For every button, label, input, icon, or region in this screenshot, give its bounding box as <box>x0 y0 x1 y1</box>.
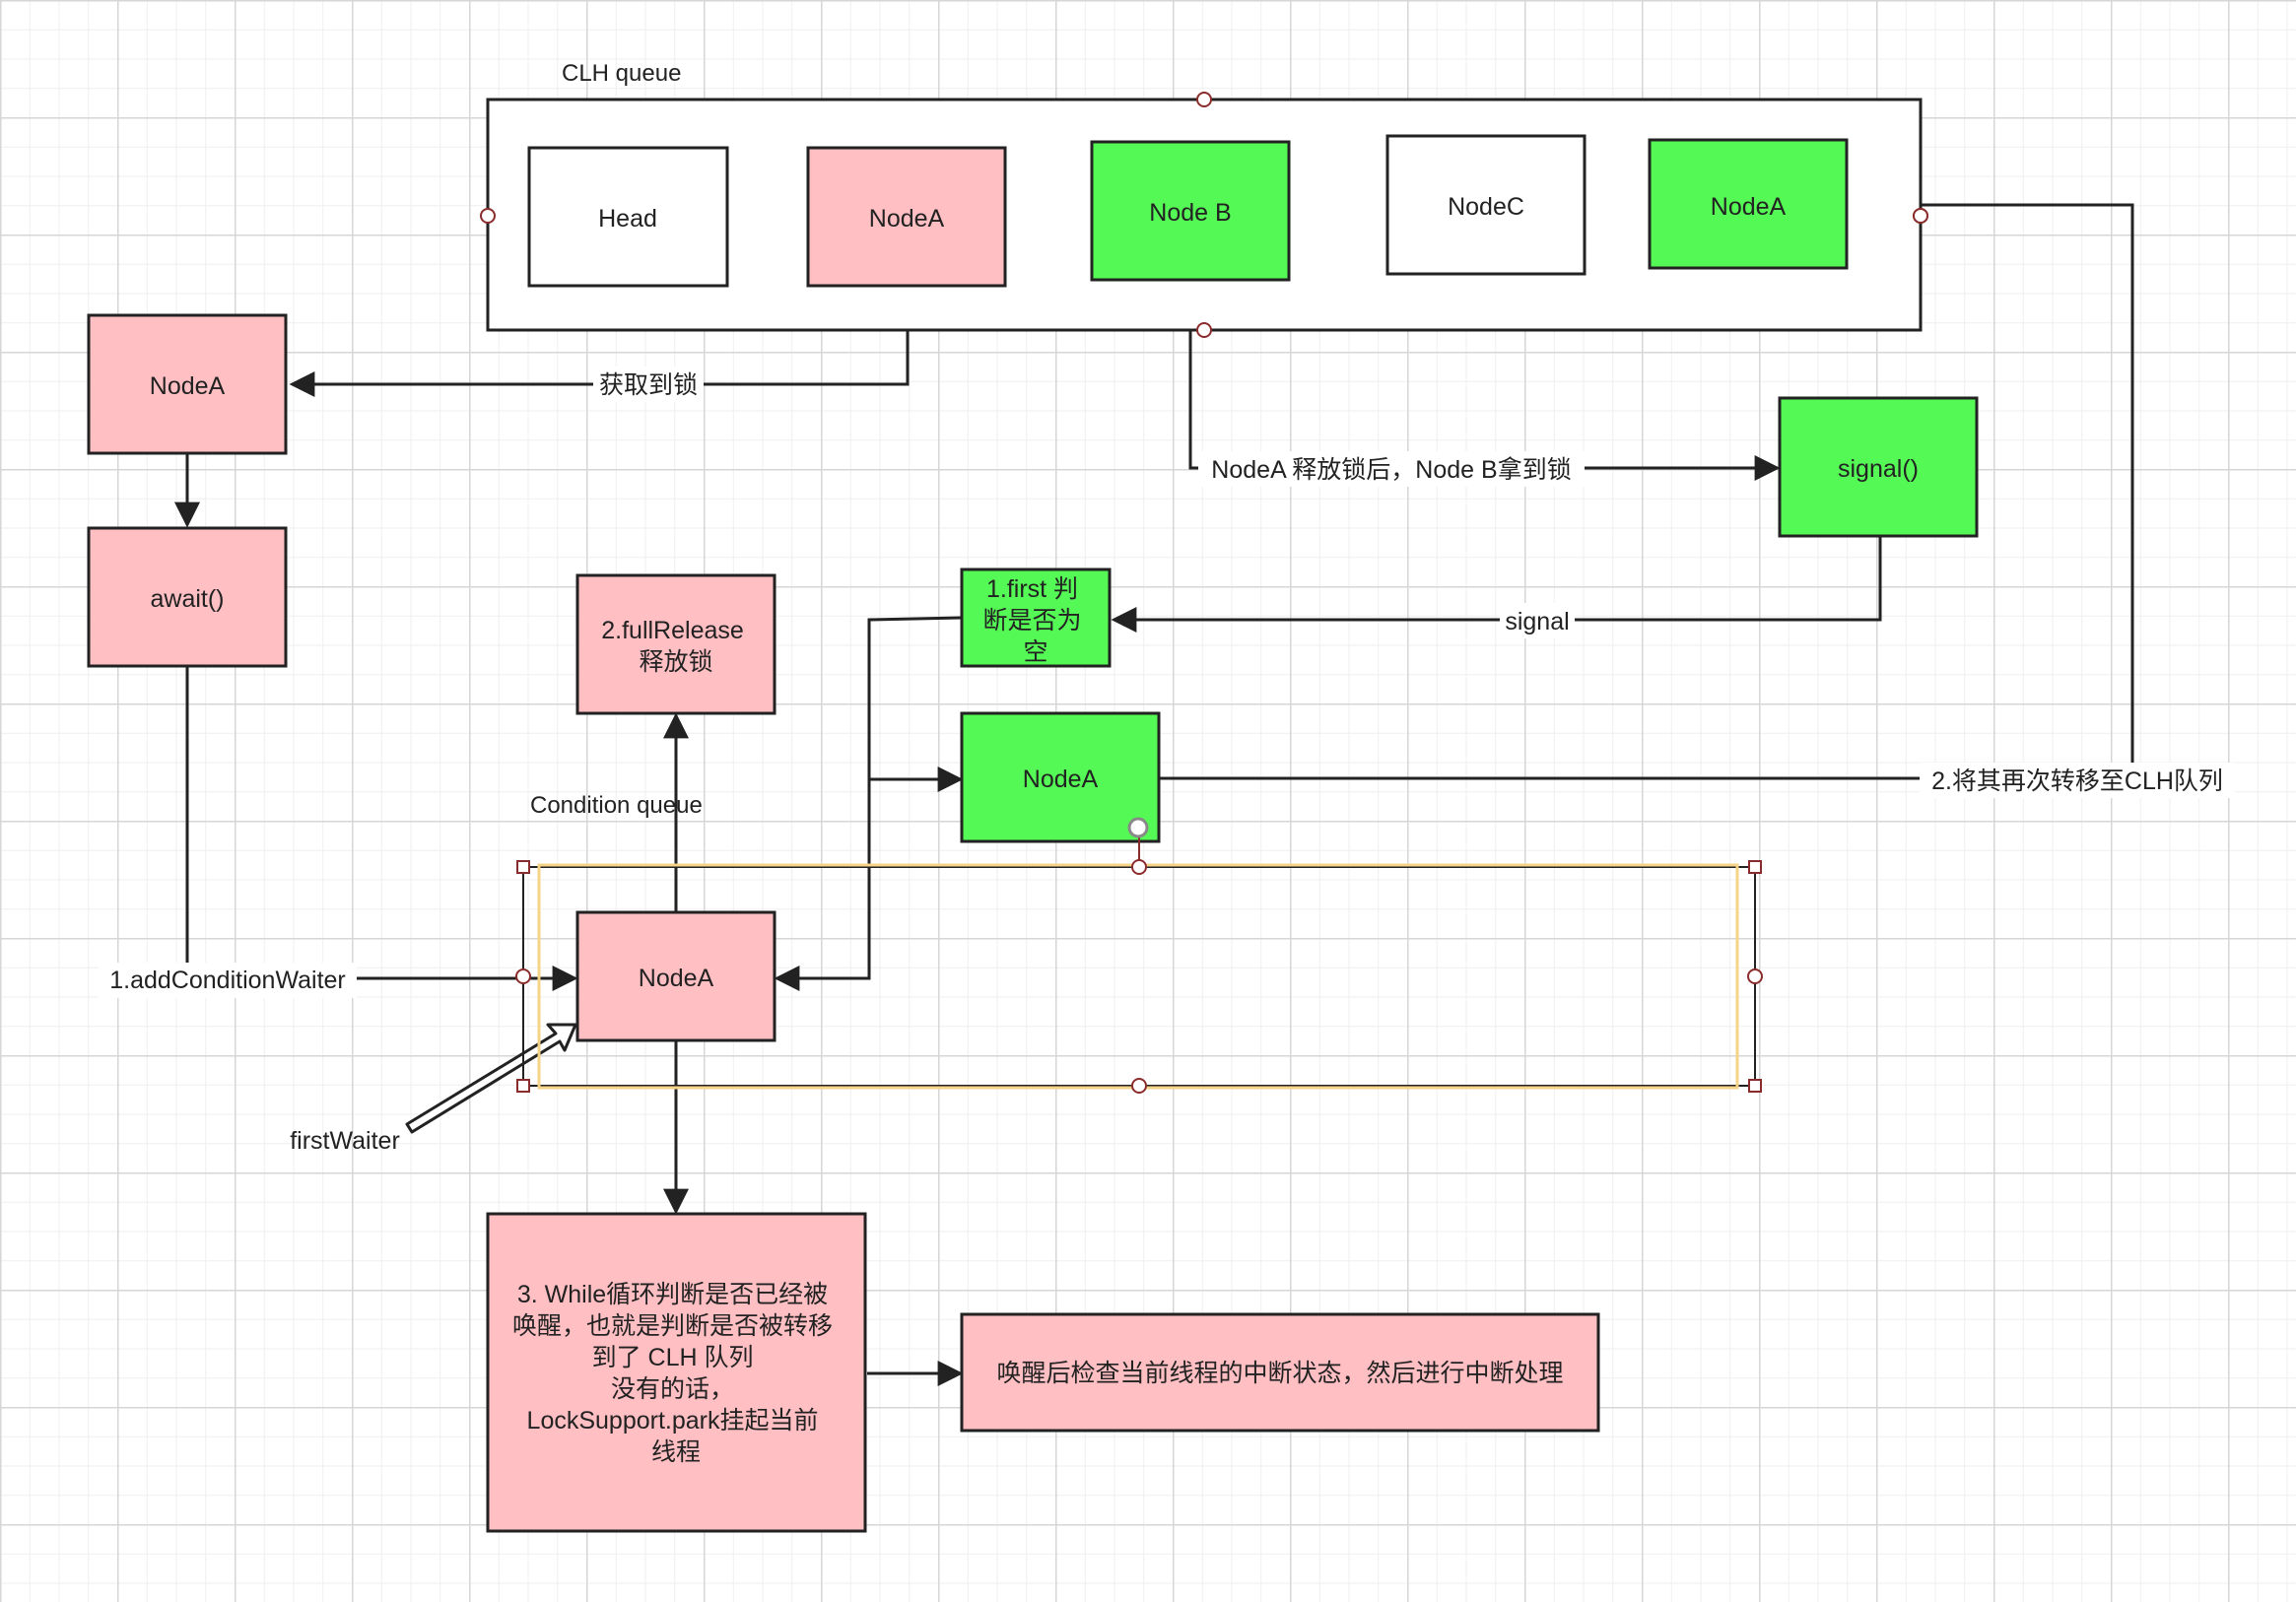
full-release-line-2: 释放锁 <box>639 648 712 676</box>
clh-tail-node-a-label: NodeA <box>1711 193 1787 221</box>
first-check-line-3: 空 <box>1023 638 1047 666</box>
first-check-line-2: 断是否为 <box>983 607 1082 634</box>
edge-transfer-back <box>1160 192 2134 780</box>
await-label: await() <box>150 585 224 613</box>
full-release-line-1: 2.fullRelease <box>601 617 744 644</box>
signal-edge-label: signal <box>1505 608 1569 635</box>
clh-head-label: Head <box>598 205 657 233</box>
edge-add-condition-waiter <box>185 666 578 991</box>
node-a-lock-label: NodeA <box>150 372 226 400</box>
while-check-label: 3. While循环判断是否已经被 唤醒，也就是判断是否被转移 到了 CLH 队… <box>512 1281 840 1466</box>
signal-method-label: signal() <box>1838 455 1919 483</box>
while-check-line-6: 线程 <box>651 1438 701 1466</box>
clh-node-a[interactable]: NodeA <box>806 146 1007 288</box>
while-check-line-2: 唤醒，也就是判断是否被转移 <box>512 1312 833 1340</box>
signal-method-node[interactable]: signal() <box>1778 396 1979 538</box>
transfer-back-label: 2.将其再次转移至CLH队列 <box>1931 768 2223 795</box>
edge-first-to-cond-node <box>774 616 962 991</box>
while-check-line-1: 3. While循环判断是否已经被 <box>517 1281 828 1308</box>
full-release-label: 2.fullRelease 释放锁 <box>601 617 750 676</box>
transfer-node-a-label: NodeA <box>1023 766 1099 793</box>
await-node[interactable]: await() <box>87 526 288 668</box>
condition-node-a-label: NodeA <box>639 965 714 992</box>
while-check-line-5: LockSupport.park挂起当前 <box>527 1407 819 1435</box>
interrupt-check-node[interactable]: 唤醒后检查当前线程的中断状态，然后进行中断处理 <box>960 1312 1600 1433</box>
first-check-line-1: 1.first 判 <box>986 575 1078 603</box>
transfer-node-a[interactable]: NodeA <box>960 711 1161 843</box>
first-waiter-arrow <box>405 1023 577 1134</box>
add-condition-waiter-label: 1.addConditionWaiter <box>109 967 346 994</box>
clh-node-b[interactable]: Node B <box>1090 140 1291 282</box>
edge-signal <box>1111 537 1882 633</box>
condition-queue-caption: Condition queue <box>530 792 703 819</box>
condition-node-a[interactable]: NodeA <box>575 910 777 1042</box>
clh-node-c-label: NodeC <box>1448 193 1524 221</box>
clh-node-c[interactable]: NodeC <box>1385 134 1587 276</box>
first-waiter-label: firstWaiter <box>290 1127 400 1155</box>
while-check-line-3: 到了 CLH 队列 <box>592 1344 754 1371</box>
clh-queue-caption: CLH queue <box>562 60 681 87</box>
acquire-lock-label: 获取到锁 <box>599 371 698 399</box>
interrupt-check-label: 唤醒后检查当前线程的中断状态，然后进行中断处理 <box>996 1360 1563 1387</box>
clh-tail-node-a[interactable]: NodeA <box>1648 138 1849 270</box>
node-a-lock[interactable]: NodeA <box>87 313 288 455</box>
edge-labels: 获取到锁 NodeA 释放锁后，Node B拿到锁 signal 1.addCo… <box>99 367 2235 1155</box>
clh-head-node[interactable]: Head <box>527 146 729 288</box>
selection-handles <box>515 208 1928 1094</box>
rotate-handle[interactable] <box>1127 817 1149 838</box>
clh-node-a-label: NodeA <box>869 205 945 233</box>
while-check-node[interactable]: 3. While循环判断是否已经被 唤醒，也就是判断是否被转移 到了 CLH 队… <box>486 1212 867 1533</box>
while-check-line-4: 没有的话， <box>611 1375 734 1403</box>
clh-node-b-label: Node B <box>1149 199 1231 227</box>
full-release-node[interactable]: 2.fullRelease 释放锁 <box>575 573 777 715</box>
first-check-label: 1.first 判 断是否为 空 <box>983 575 1089 666</box>
release-then-b-label: NodeA 释放锁后，Node B拿到锁 <box>1211 456 1571 484</box>
first-check-node[interactable]: 1.first 判 断是否为 空 <box>960 567 1112 668</box>
